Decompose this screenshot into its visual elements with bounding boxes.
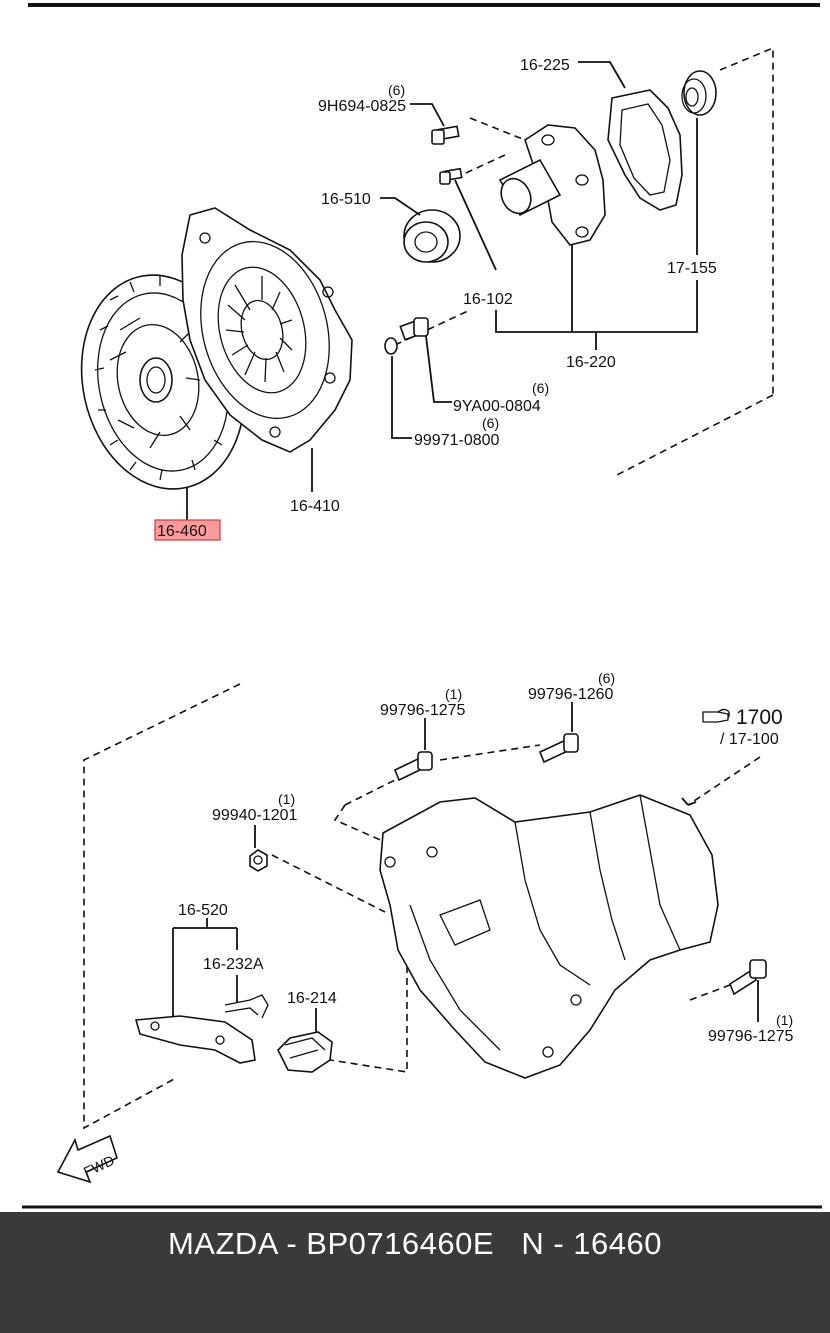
label-ref-17-100: / 17-100 (720, 731, 779, 748)
label-99971-0800: 99971-0800 (414, 432, 500, 449)
washer-99971-drawing (384, 337, 412, 439)
release-fork-drawing (134, 918, 256, 1064)
pressure-plate-drawing (181, 207, 353, 453)
label-16-102: 16-102 (463, 291, 513, 308)
label-16-220: 16-220 (566, 354, 616, 371)
label-16-232a: 16-232A (203, 956, 264, 973)
boot-drawing (277, 1008, 333, 1073)
label-16-225: 16-225 (520, 57, 570, 74)
nut-99940-drawing (249, 825, 268, 872)
lower-dashed-boundary (83, 683, 761, 1130)
clutch-exploded-diagram: 16-225 (6) 9H694-0825 16-510 17-155 16-1… (22, 3, 822, 1209)
highlight-16-460 (154, 519, 221, 541)
label-16-214: 16-214 (287, 990, 337, 1007)
fwd-arrow-icon: FWD (56, 1134, 118, 1184)
gasket-drawing (578, 61, 683, 211)
ref-arrow-head (681, 797, 697, 806)
qty-99796-1275-right: (1) (776, 1012, 793, 1028)
release-bearing-drawing (380, 197, 461, 263)
bolt-9ya00-drawing (399, 317, 452, 403)
bolt-99796-1260-drawing (538, 702, 579, 764)
label-16-410: 16-410 (290, 498, 340, 515)
label-9ya00-0804: 9YA00-0804 (453, 398, 541, 415)
front-cover-drawing (498, 124, 606, 246)
part-number-text: MAZDA - BP0716460E N - 16460 (167, 1226, 663, 1261)
label-99796-1275-right: 99796-1275 (708, 1028, 794, 1045)
label-ref-1700: 1700 (736, 706, 783, 729)
label-99796-1275-top: 99796-1275 (380, 702, 466, 719)
qty-9h694: (6) (388, 82, 405, 98)
bolt-99796-1275-right-drawing (729, 959, 767, 1022)
label-99796-1260: 99796-1260 (528, 686, 614, 703)
qty-99940: (1) (278, 791, 295, 807)
label-16-460: 16-460 (157, 523, 207, 540)
qty-9ya00: (6) (532, 380, 549, 396)
transmission-case-drawing (379, 794, 719, 1079)
part-number-footer: MAZDA - BP0716460E N - 16460 (0, 1212, 830, 1333)
leader-16-102-16-220 (454, 179, 698, 350)
bolt-9h694-drawing (410, 103, 463, 185)
qty-99796-1275-top: (1) (445, 686, 462, 702)
qty-99796-1260: (6) (598, 670, 615, 686)
bolt-99796-1275-top-drawing (393, 718, 433, 782)
reference-icon (702, 708, 730, 723)
retaining-spring-drawing (224, 975, 269, 1019)
label-17-155: 17-155 (667, 260, 717, 277)
label-16-520: 16-520 (178, 902, 228, 919)
qty-99971: (6) (482, 415, 499, 431)
oil-seal-drawing (681, 70, 717, 255)
label-16-510: 16-510 (321, 191, 371, 208)
label-9h694-0825: 9H694-0825 (318, 98, 406, 115)
label-99940-1201: 99940-1201 (212, 807, 298, 824)
